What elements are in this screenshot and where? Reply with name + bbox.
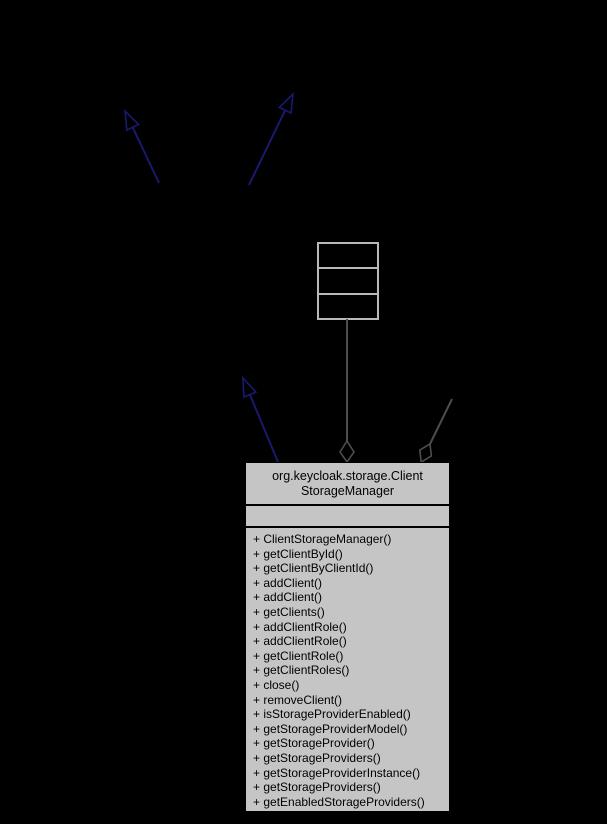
class-methods-compartment: + ClientStorageManager() + getClientById… [245,527,450,812]
method-item: + getStorageProviders() [253,750,381,765]
inheritance-arrow-center [242,375,279,463]
method-item: + addClient() [253,590,323,605]
class-title-line1: org.keycloak.storage.Client [272,469,423,483]
method-item: + getEnabledStorageProviders() [253,794,425,809]
method-item: + getClientRole() [253,648,344,663]
method-item: + addClientRole() [253,634,347,649]
method-item: + getStorageProviderInstance() [253,765,421,780]
method-item: + getStorageProvider() [253,736,375,751]
method-item: + getClientRoles() [253,663,350,678]
method-item: + getStorageProviderModel() [253,721,408,736]
method-item: + addClient() [253,575,323,590]
empty-class-node [317,242,379,320]
method-item: + getClients() [253,604,325,619]
inheritance-arrow-left [123,108,160,184]
method-item: + ClientStorageManager() [253,532,392,546]
inheritance-arrow-right [248,91,295,186]
method-item: + isStorageProviderEnabled() [253,707,411,722]
method-item: + removeClient() [253,692,343,707]
aggregation-edge-diagonal [418,398,453,464]
aggregation-diamond-icon [339,439,355,464]
method-item: + getStorageProviders() [253,780,381,795]
method-item: + getClientByClientId() [253,561,374,576]
class-title-line2: StorageManager [300,484,395,498]
class-attributes-compartment [245,505,450,527]
class-title: org.keycloak.storage.Client StorageManag… [245,462,450,505]
method-item: + close() [253,677,300,692]
method-item: + getClientById() [253,546,343,561]
class-node-clientstoragemanager: org.keycloak.storage.Client StorageManag… [245,462,450,812]
aggregation-diamond-icon [418,442,433,464]
aggregation-edge-vertical [339,319,355,464]
method-item: + addClientRole() [253,619,347,634]
